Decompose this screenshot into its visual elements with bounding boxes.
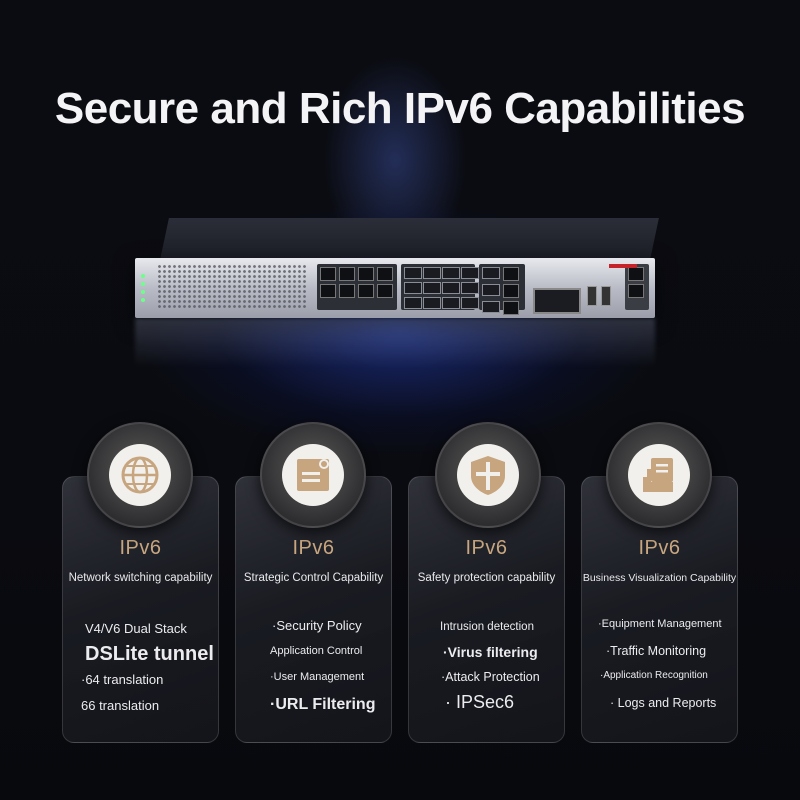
- device-vent: [157, 264, 307, 310]
- card-heading: IPv6: [465, 537, 508, 559]
- capability-icon-badge: [260, 422, 366, 528]
- feature-item: 66 translation: [81, 698, 160, 713]
- card-subtitle: Business Visualization Capability: [582, 572, 737, 584]
- feature-item: ·Attack Protection: [441, 670, 540, 684]
- card-subtitle: Network switching capability: [68, 572, 213, 584]
- uplink-ports: [479, 264, 525, 315]
- globe-icon: [121, 456, 159, 494]
- sfp-ports: [401, 264, 479, 310]
- capability-icon-badge: [435, 422, 541, 528]
- feature-item: ·Security Policy: [272, 618, 362, 633]
- feature-item: · IPSec6: [445, 692, 515, 712]
- card-heading: IPv6: [638, 537, 681, 559]
- feature-item: ·URL Filtering: [270, 696, 376, 713]
- device-reflection: [135, 318, 655, 368]
- firewall-device-image: [135, 258, 655, 318]
- card-heading: IPv6: [292, 537, 335, 559]
- status-leds: [141, 270, 149, 306]
- card-subtitle: Strategic Control Capability: [243, 572, 384, 584]
- report-icon: [643, 458, 673, 492]
- feature-item: · Logs and Reports: [610, 696, 717, 710]
- capability-icon-badge: [87, 422, 193, 528]
- capability-card-protection: IPv6 Safety protection capability Intrus…: [408, 476, 565, 743]
- device-top-panel: [160, 218, 659, 260]
- feature-item: DSLite tunnel: [85, 643, 214, 665]
- shield-icon: [471, 456, 505, 495]
- feature-item: Intrusion detection: [440, 621, 534, 633]
- feature-item: V4/V6 Dual Stack: [85, 621, 187, 636]
- card-subtitle: Safety protection capability: [417, 572, 556, 584]
- usb-port: [587, 286, 597, 306]
- page-title: Secure and Rich IPv6 Capabilities: [54, 84, 746, 133]
- card-heading: IPv6: [119, 537, 162, 559]
- feature-item: ·Traffic Monitoring: [606, 644, 707, 658]
- feature-item: ·64 translation: [81, 672, 164, 687]
- usb-port: [601, 286, 611, 306]
- expansion-slot: [533, 288, 581, 314]
- feature-item: Application Control: [270, 645, 363, 657]
- feature-item: ·Equipment Management: [598, 618, 722, 630]
- feature-item: ·Virus filtering: [443, 644, 538, 660]
- mgmt-ports: [625, 264, 649, 310]
- rj45-ports: [317, 264, 397, 310]
- brand-logo: [609, 264, 637, 268]
- feature-item: ·User Management: [270, 671, 365, 683]
- capability-icon-badge: [606, 422, 712, 528]
- feature-item: ·Application Recognition: [600, 670, 708, 681]
- document-icon: [297, 459, 329, 491]
